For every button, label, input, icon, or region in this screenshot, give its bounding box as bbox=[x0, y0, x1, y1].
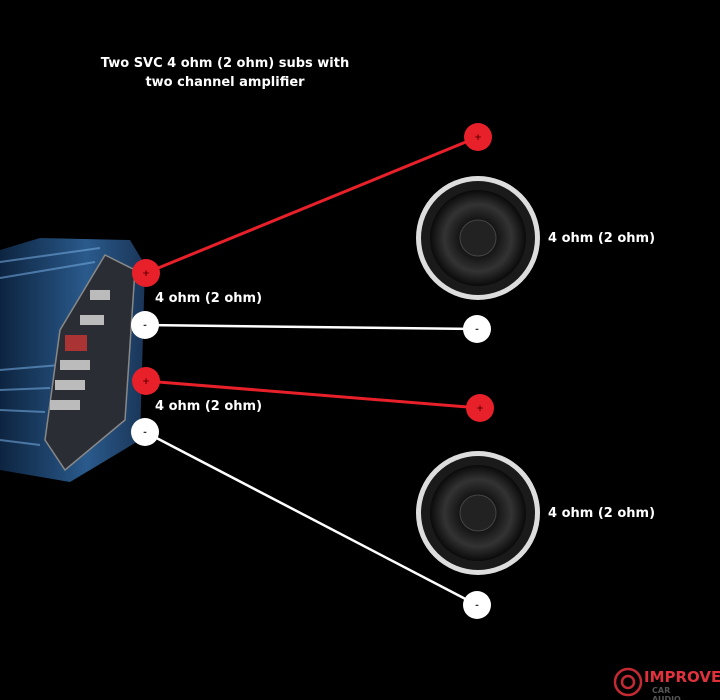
amp-ch2-negative-terminal bbox=[131, 418, 159, 446]
sub2-positive-terminal bbox=[466, 394, 494, 422]
speaker-1-label: 4 ohm (2 ohm) bbox=[548, 231, 656, 246]
terminal-sign: + bbox=[142, 269, 150, 279]
logo-name: IMPROVE bbox=[644, 668, 720, 686]
terminal-sign: - bbox=[143, 321, 147, 331]
logo-subtitle: CAR AUDIO bbox=[652, 686, 681, 700]
title-line-2: two channel amplifier bbox=[145, 75, 305, 90]
subwoofer-1 bbox=[416, 176, 540, 300]
amp-channel-2-label: 4 ohm (2 ohm) bbox=[155, 399, 263, 414]
terminal-sign: - bbox=[475, 325, 479, 335]
logo-icon bbox=[613, 667, 643, 697]
amplifier bbox=[0, 238, 145, 482]
diagram-title: Two SVC 4 ohm (2 ohm) subs with two chan… bbox=[80, 54, 370, 92]
amp-ch2-positive-terminal bbox=[132, 367, 160, 395]
terminal-sign: + bbox=[476, 404, 484, 414]
sub1-positive-terminal bbox=[464, 123, 492, 151]
terminal-sign: - bbox=[143, 428, 147, 438]
amp-ch1-negative-terminal bbox=[131, 311, 159, 339]
wire-ch2-negative bbox=[144, 430, 478, 607]
title-line-1: Two SVC 4 ohm (2 ohm) subs with bbox=[100, 56, 350, 71]
amp-channel-1-label: 4 ohm (2 ohm) bbox=[155, 291, 263, 306]
terminal-sign: + bbox=[474, 133, 482, 143]
amp-ch1-positive-terminal bbox=[132, 259, 160, 287]
wire-ch2-positive bbox=[145, 379, 481, 410]
sub2-negative-terminal bbox=[463, 591, 491, 619]
sub1-negative-terminal bbox=[463, 315, 491, 343]
terminal-sign: + bbox=[142, 377, 150, 387]
subwoofer-2 bbox=[416, 451, 540, 575]
wire-ch1-positive bbox=[145, 135, 479, 275]
wire-ch1-negative bbox=[144, 323, 478, 331]
terminals bbox=[131, 123, 494, 619]
speaker-2-label: 4 ohm (2 ohm) bbox=[548, 506, 656, 521]
terminal-sign: - bbox=[475, 601, 479, 611]
